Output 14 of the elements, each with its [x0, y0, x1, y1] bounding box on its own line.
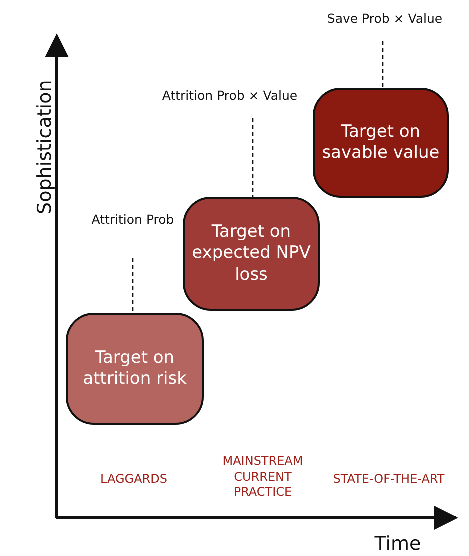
note-text: Attrition Prob × Value — [150, 86, 310, 106]
category-label: STATE-OF-THE-ART — [332, 472, 446, 488]
axis-title: Sophistication — [32, 80, 57, 214]
note-text: Save Prob × Value — [305, 9, 465, 29]
category-label: MAINSTREAM CURRENT PRACTICE — [222, 454, 304, 501]
note-text: Attrition Prob — [93, 200, 173, 240]
category-label: LAGGARDS — [100, 472, 168, 488]
leader-line — [132, 258, 134, 313]
process-box: Target on savable value — [313, 88, 449, 198]
axis-title: Time — [374, 532, 422, 556]
leader-line — [382, 41, 384, 88]
process-box: Target on attrition risk — [66, 313, 204, 425]
process-box: Target on expected NPV loss — [183, 197, 320, 311]
leader-line — [252, 118, 254, 197]
